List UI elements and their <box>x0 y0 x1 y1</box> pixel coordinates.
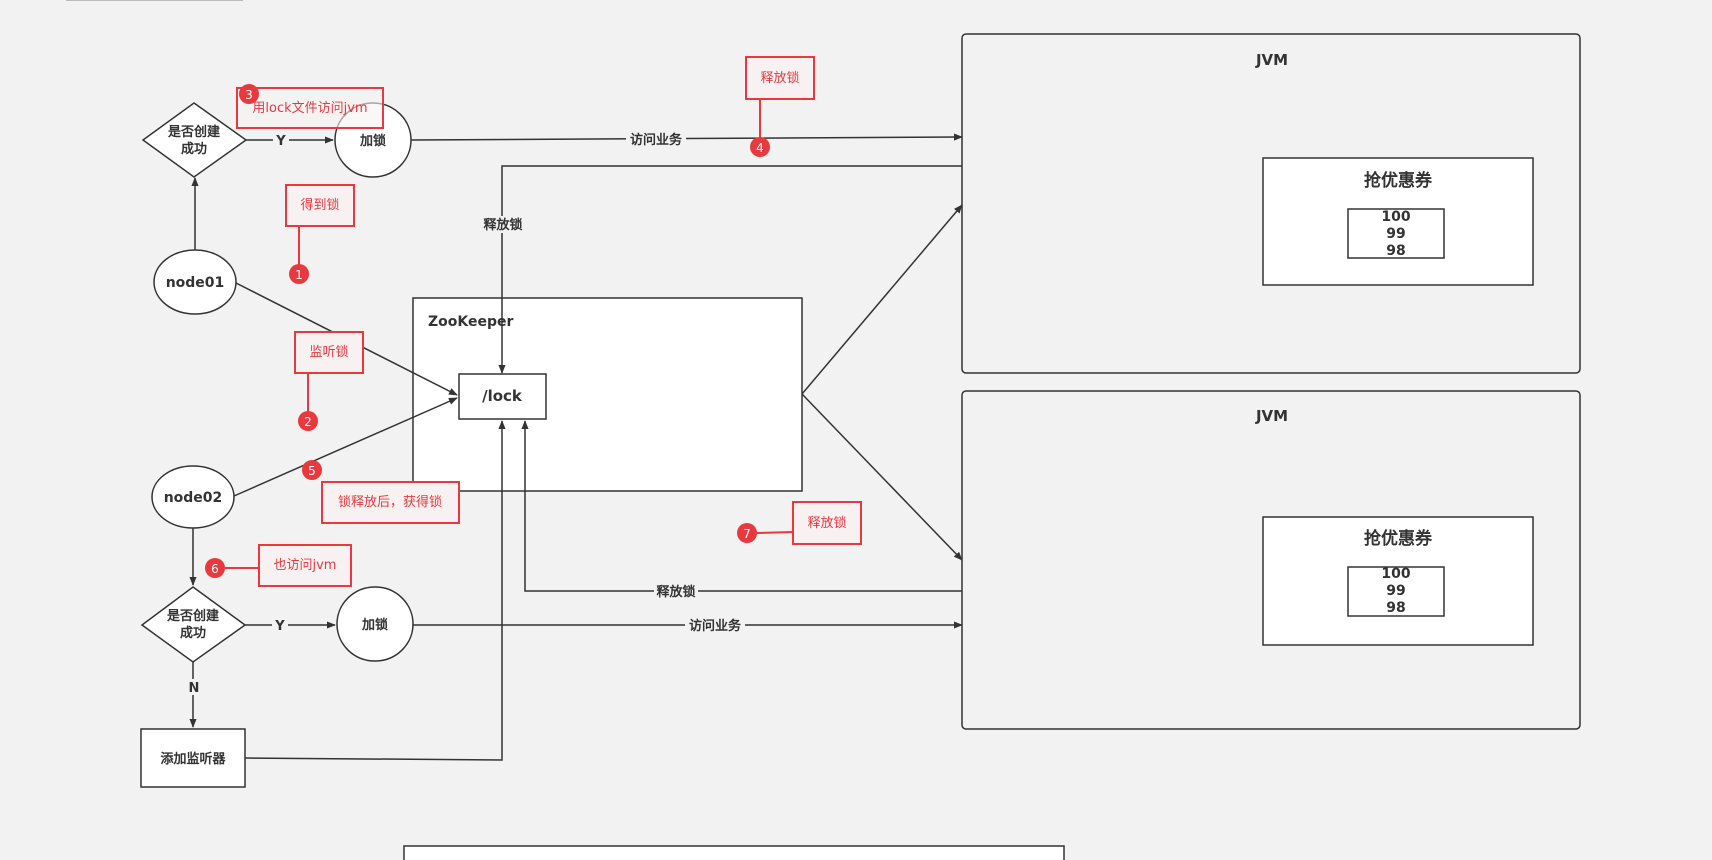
stock-value: 99 <box>1386 226 1405 242</box>
svg-text:监听锁: 监听锁 <box>309 344 348 360</box>
stock-value: 100 <box>1381 566 1410 582</box>
coupon-panel-2[interactable]: 抢优惠券 100 99 98 <box>1262 516 1534 646</box>
lock-node[interactable]: /lock <box>458 373 547 420</box>
edge-access1 <box>410 133 963 141</box>
release-label-2: 释放锁 <box>656 584 695 600</box>
coupon-title-1: 抢优惠券 <box>1364 170 1433 191</box>
svg-text:7: 7 <box>743 527 751 541</box>
node01-decision[interactable]: 是否创建 成功 <box>141 102 248 178</box>
svg-text:释放锁: 释放锁 <box>807 515 846 531</box>
edge-release2 <box>521 420 962 592</box>
stock-value: 99 <box>1386 583 1405 599</box>
access-label-1: 访问业务 <box>630 132 683 148</box>
decision-label: 是否创建 <box>166 608 219 624</box>
stock-value: 98 <box>1386 600 1405 616</box>
release-label-1: 释放锁 <box>483 217 522 233</box>
no-label: N <box>189 681 200 696</box>
svg-text:用lock文件访问jvm: 用lock文件访问jvm <box>252 101 367 116</box>
lock-label: 加锁 <box>361 617 388 633</box>
decision-label: 成功 <box>181 141 207 157</box>
edge-listener-lock <box>244 420 506 761</box>
edge-labels: Y 访问业务 释放锁 Y N 释放锁 访问业务 <box>186 130 745 696</box>
edge-zk-jvm1 <box>801 204 963 395</box>
stock-value: 100 <box>1381 209 1410 225</box>
lock-label: 加锁 <box>359 133 386 149</box>
edge-release1 <box>498 165 962 374</box>
coupon-stock-box-2 <box>1347 566 1445 617</box>
add-listener-label: 添加监听器 <box>160 751 226 767</box>
access-label-2: 访问业务 <box>689 618 742 634</box>
coupon-panel-1[interactable]: 抢优惠券 100 99 98 <box>1262 157 1534 286</box>
svg-text:也访问jvm: 也访问jvm <box>274 558 337 573</box>
node02-lock-circle[interactable]: 加锁 <box>336 586 414 662</box>
node02-label: node02 <box>164 490 223 506</box>
lock-node-label: /lock <box>482 387 523 405</box>
jvm-title-2: JVM <box>1255 407 1288 425</box>
jvm-title-1: JVM <box>1255 51 1288 69</box>
decision-label: 是否创建 <box>167 124 220 140</box>
edge-node02-lock <box>233 397 458 497</box>
svg-text:1: 1 <box>295 268 303 282</box>
annotation-1: 得到锁 1 <box>285 184 355 284</box>
annotation-4: 释放锁 4 <box>745 56 815 157</box>
yes-label: Y <box>274 619 285 634</box>
zookeeper-title: ZooKeeper <box>428 314 513 330</box>
svg-text:5: 5 <box>308 464 316 478</box>
jvm-box-1[interactable]: JVM 抢优惠券 100 99 98 <box>961 33 1581 374</box>
annotation-3: 用lock文件访问jvm 3 <box>236 84 384 129</box>
coupon-stock-box-1 <box>1347 208 1445 259</box>
add-listener-box[interactable]: 添加监听器 <box>140 728 246 788</box>
svg-text:锁释放后，获得锁: 锁释放后，获得锁 <box>338 494 442 510</box>
svg-text:3: 3 <box>245 88 253 102</box>
svg-text:释放锁: 释放锁 <box>760 70 799 86</box>
node02[interactable]: node02 <box>151 465 235 529</box>
annotation-7: 释放锁 7 <box>737 501 862 545</box>
stock-value: 98 <box>1386 243 1405 259</box>
annotations: 得到锁 1 监听锁 2 用lock文件访问jvm 3 释放锁 4 <box>205 56 862 587</box>
annotation-5: 锁释放后，获得锁 5 <box>302 460 460 524</box>
bottom-partial-box <box>403 845 1065 860</box>
annotation-6: 也访问jvm 6 <box>205 544 352 587</box>
coupon-title-2: 抢优惠券 <box>1364 528 1433 549</box>
svg-text:4: 4 <box>756 141 764 155</box>
svg-text:得到锁: 得到锁 <box>300 197 339 213</box>
edge-zk-jvm2 <box>801 393 963 561</box>
node01[interactable]: node01 <box>153 249 237 315</box>
node02-decision[interactable]: 是否创建 成功 <box>140 586 247 663</box>
svg-text:2: 2 <box>304 415 312 429</box>
annotation-2: 监听锁 2 <box>294 331 364 431</box>
yes-label: Y <box>275 134 286 149</box>
svg-text:6: 6 <box>211 562 219 576</box>
jvm-box-2[interactable]: JVM 抢优惠券 100 99 98 <box>961 390 1581 730</box>
node01-label: node01 <box>166 275 225 291</box>
decision-label: 成功 <box>180 625 206 641</box>
